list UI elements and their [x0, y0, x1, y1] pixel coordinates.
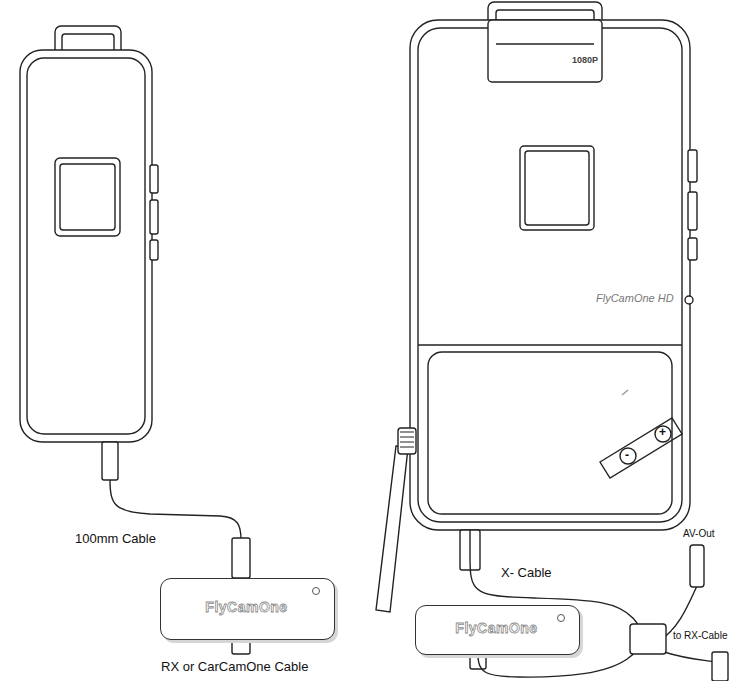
- product-name: FlyCamOne HD: [596, 292, 674, 304]
- port-label: to RX-Cable: [672, 630, 728, 641]
- antenna: [376, 428, 416, 612]
- polarity-sign: +: [658, 426, 667, 439]
- polarity-sign: -: [624, 449, 630, 462]
- rx-plug: [712, 652, 728, 681]
- receiver-name: FlyCamOne: [455, 621, 537, 636]
- port-label: AV-Out: [682, 528, 716, 539]
- cable-label: X- Cable: [500, 566, 553, 580]
- cable-label: RX or CarCamOne Cable: [160, 660, 309, 674]
- receiver-box: FlyCamOne: [160, 578, 335, 640]
- receiver-box: FlyCamOne: [415, 605, 580, 655]
- splitter-box: [630, 624, 666, 654]
- status-led: [557, 614, 565, 622]
- receiver-name: FlyCamOne: [205, 600, 287, 615]
- resolution-mark: 1080P: [572, 56, 598, 66]
- camera-hd-body: 1080P FlyCamOne HD: [410, 0, 690, 530]
- cable: [470, 530, 641, 677]
- status-led: [312, 587, 320, 595]
- cable-label: 100mm Cable: [74, 532, 157, 546]
- camera-left: [20, 26, 250, 654]
- camera-hd: [376, 2, 728, 681]
- av-out-plug: [690, 545, 704, 587]
